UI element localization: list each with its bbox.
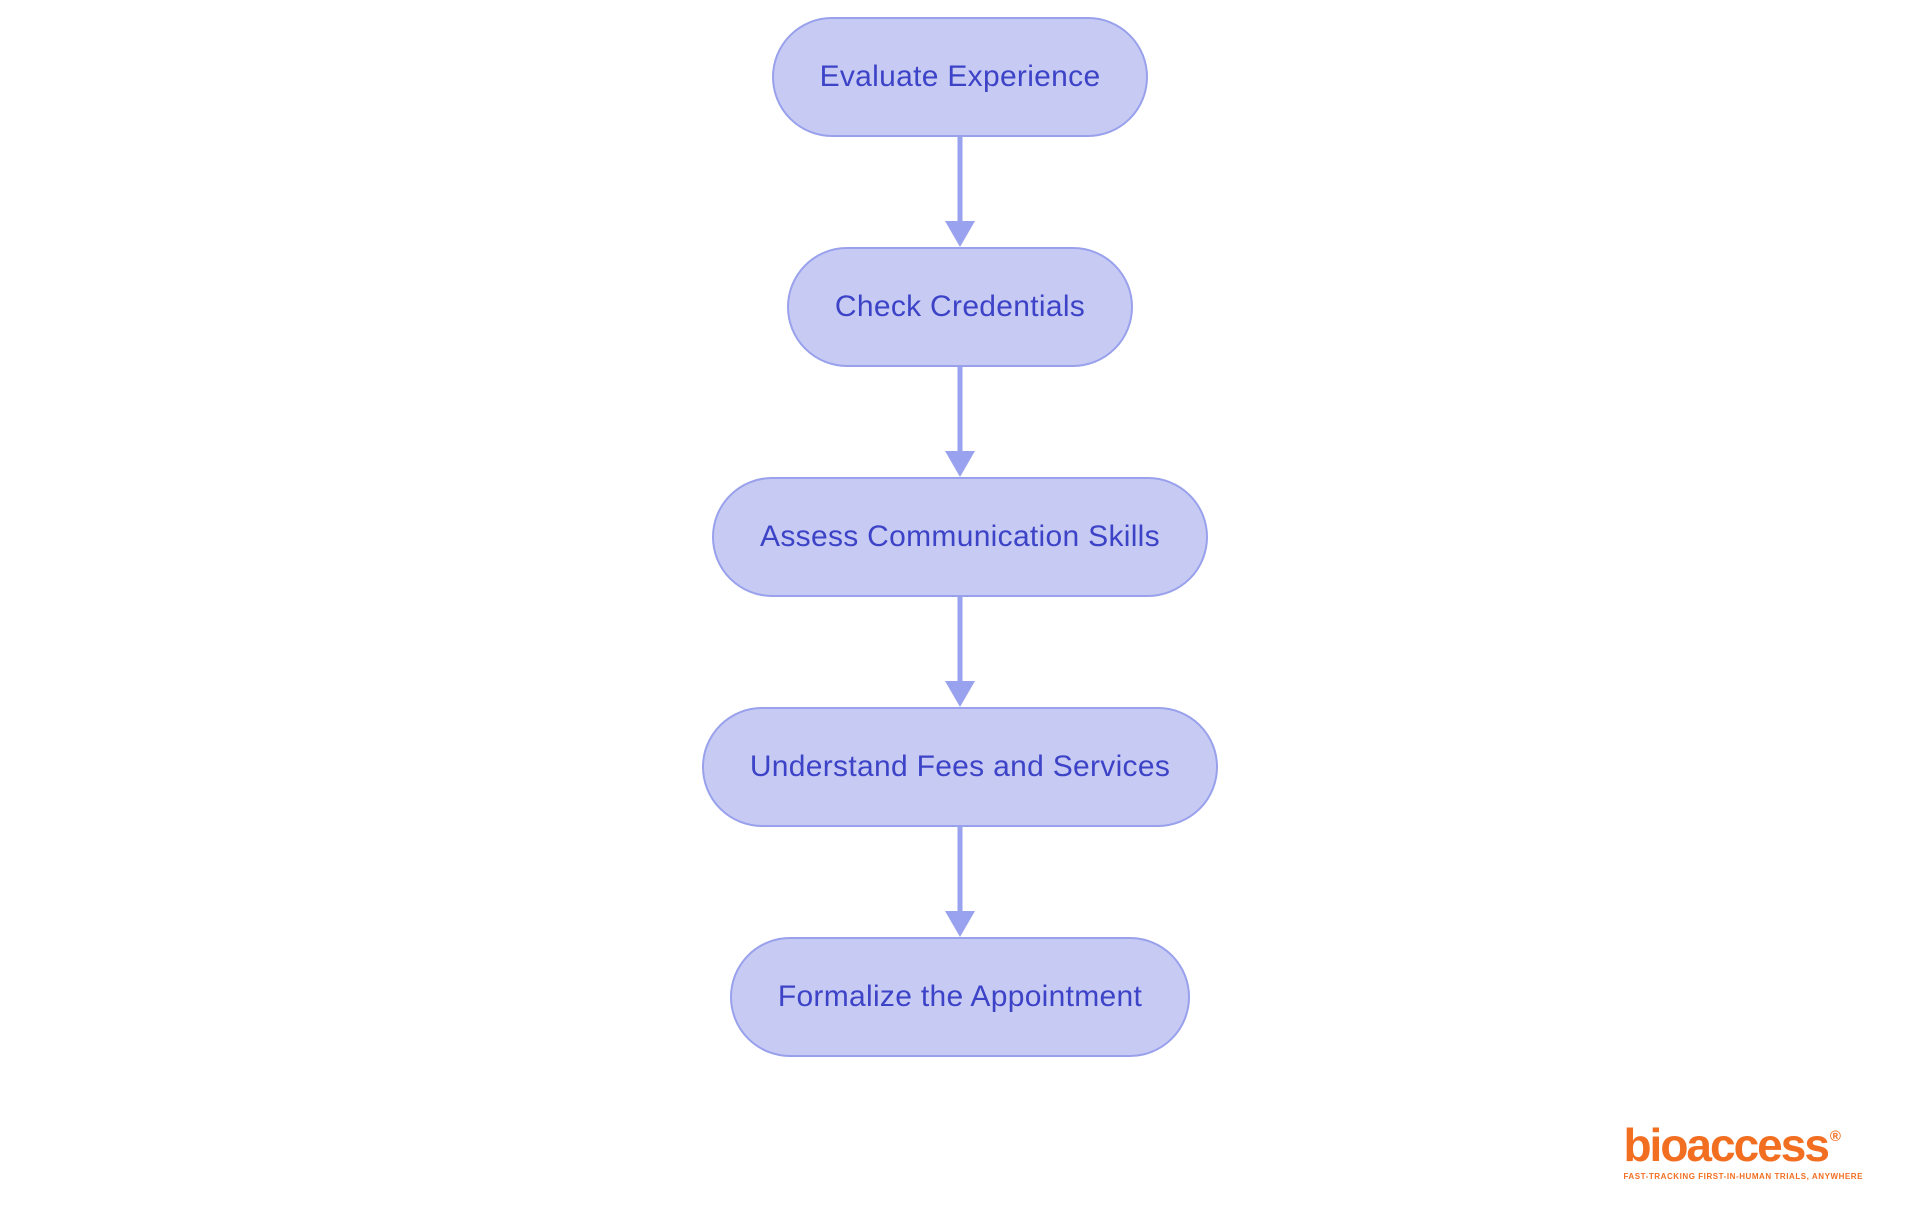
flow-node-assess-communication-skills: Assess Communication Skills: [712, 477, 1208, 597]
arrow-down-icon: [944, 827, 976, 937]
bioaccess-tagline: FAST-TRACKING FIRST-IN-HUMAN TRIALS, ANY…: [1623, 1172, 1863, 1181]
arrow-down-icon: [944, 597, 976, 707]
arrow-down-icon: [944, 137, 976, 247]
registered-trademark-icon: ®: [1829, 1128, 1841, 1145]
arrow-down-icon: [944, 367, 976, 477]
bioaccess-wordmark: bioaccess®: [1623, 1122, 1863, 1168]
bioaccess-logo: bioaccess® FAST-TRACKING FIRST-IN-HUMAN …: [1623, 1122, 1863, 1181]
flow-node-check-credentials: Check Credentials: [786, 247, 1134, 367]
flowchart: Evaluate Experience Check Credentials As…: [0, 17, 1920, 1057]
flow-node-understand-fees-and-services: Understand Fees and Services: [701, 707, 1219, 827]
flow-node-formalize-the-appointment: Formalize the Appointment: [729, 937, 1191, 1057]
flow-node-evaluate-experience: Evaluate Experience: [771, 17, 1149, 137]
logo-text: bioaccess: [1623, 1119, 1829, 1171]
